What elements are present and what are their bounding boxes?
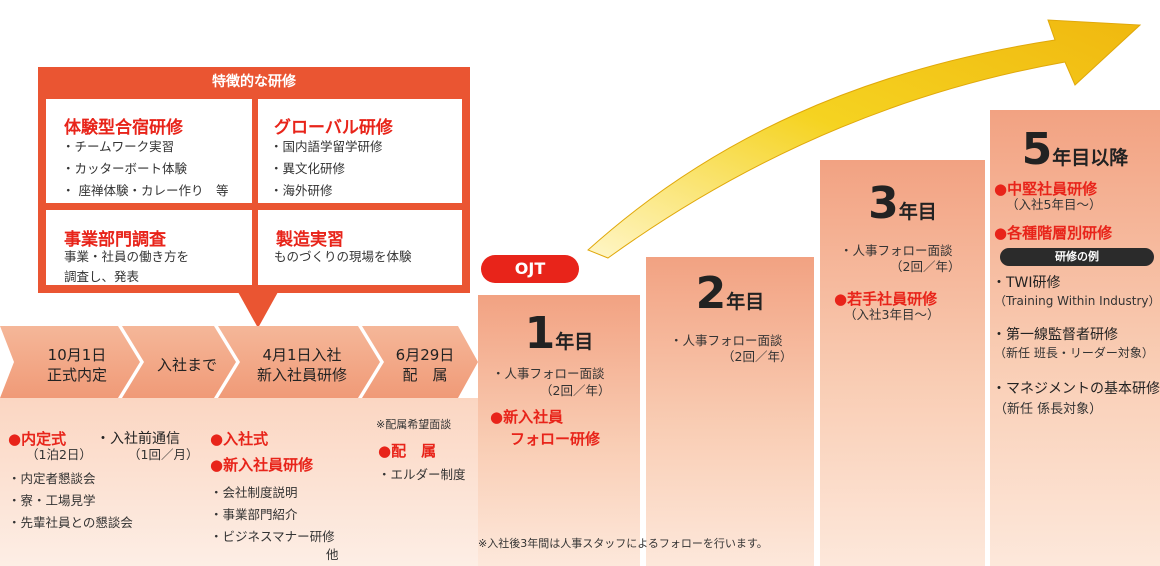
col2-heading-nyushashiki: ●入社式	[210, 430, 269, 448]
step-2-line1: 入社まで	[156, 356, 217, 374]
year3-num: 3	[868, 178, 899, 229]
year3-block	[820, 160, 985, 566]
footnote: ※入社後3年間は人事スタッフによるフォローを行います。	[478, 537, 768, 550]
col2-item: ・ビジネスマナー研修	[210, 529, 335, 544]
feature-cell-global	[258, 99, 462, 203]
step-3-line2: 新入社員研修	[256, 366, 347, 384]
col1-item: ・内定者懇談会	[8, 471, 96, 486]
year3-title: 3年目	[820, 178, 985, 229]
feature-heading-global: グローバル研修	[274, 118, 393, 138]
ojt-badge: OJT	[481, 255, 579, 283]
timeline-step-4	[362, 326, 478, 398]
feature-heading-seizo: 製造実習	[276, 230, 344, 250]
timeline-step-1	[0, 326, 140, 398]
timeline-step-2	[122, 326, 236, 398]
year3-red-sub: （入社3年目～）	[844, 307, 940, 322]
year5-list-sub: （新任 班長・リーダー対象）	[994, 346, 1154, 360]
year2-block	[646, 257, 814, 566]
year2-title: 2年目	[646, 268, 814, 319]
feature-box-title: 特徴的な研修	[212, 74, 296, 90]
feature-cell-jigyo	[46, 210, 252, 285]
col3-note: ※配属希望面談	[376, 418, 452, 431]
year5-block	[990, 110, 1160, 566]
feature-heading-taiken: 体験型合宿研修	[64, 118, 183, 138]
feature-box: 特徴的な研修	[38, 67, 470, 293]
growth-arrow	[587, 19, 1142, 259]
year5-list-sub: （新任 係長対象）	[994, 402, 1103, 417]
col2-item: ・会社制度説明	[210, 485, 298, 500]
col1-heading-tsushin-sub: （1回／月）	[128, 447, 199, 462]
year5-list-sub: （Training Within Industry）	[994, 294, 1160, 308]
year3-item: ・人事フォロー面談	[840, 243, 953, 258]
year2-num: 2	[695, 268, 727, 319]
year5-title: 5年目以降	[990, 124, 1160, 175]
year1-item: （2回／年）	[540, 383, 611, 398]
year5-list-main: ・第一線監督者研修	[992, 327, 1118, 343]
feature-item: 事業・社員の働き方を	[64, 249, 190, 264]
step-1-line2: 正式内定	[46, 366, 107, 384]
col1-heading-naiteishiki: ●内定式	[8, 430, 67, 448]
col1-heading-tsushin: ・入社前通信	[96, 431, 180, 447]
timeline-chevrons	[0, 326, 478, 398]
step-3-line1: 4月1日入社	[262, 346, 342, 364]
feature-item: ・チームワーク実習	[62, 139, 175, 154]
feature-cell-seizo	[258, 210, 462, 285]
year3-red: ●若手社員研修	[834, 290, 938, 308]
year1-item: ・人事フォロー面談	[492, 366, 605, 381]
year3-suffix: 年目	[898, 201, 937, 223]
col1-item: ・先輩社員との懇談会	[8, 515, 133, 530]
year1-red-2: フォロー研修	[510, 430, 601, 448]
col1-item: ・寮・工場見学	[8, 493, 96, 508]
year3-item: （2回／年）	[890, 259, 961, 274]
year1-suffix: 年目	[555, 331, 594, 353]
year5-red-1-sub: （入社5年目～）	[1006, 197, 1102, 212]
col3-item: ・エルダー制度	[378, 467, 466, 482]
year5-suffix: 年目以降	[1052, 147, 1129, 169]
year5-num: 5	[1021, 124, 1053, 175]
col2-heading-shinnyu: ●新入社員研修	[210, 456, 314, 474]
feature-item: ・異文化研修	[270, 161, 346, 176]
year2-item: ・人事フォロー面談	[670, 333, 783, 348]
year5-list-main: ・マネジメントの基本研修	[992, 381, 1160, 397]
timeline-step-3	[218, 326, 380, 398]
year2-suffix: 年目	[726, 291, 765, 313]
feature-item: ものづくりの現場を体験	[274, 249, 412, 264]
feature-heading-jigyo: 事業部門調査	[64, 230, 166, 250]
feature-item: 調査し、発表	[64, 269, 140, 284]
col1-heading-naiteishiki-sub: （1泊2日）	[26, 447, 92, 462]
year5-list-main: ・TWI研修	[992, 275, 1061, 291]
feature-item: ・ 座禅体験・カレー作り 等	[62, 183, 229, 198]
year1-red-1: ●新入社員	[490, 408, 564, 426]
step-1-line1: 10月1日	[47, 346, 107, 364]
step-4-line2: 配 属	[402, 366, 448, 384]
col3-heading-haizoku: ●配 属	[378, 442, 437, 460]
feature-box-pointer	[238, 292, 278, 328]
feature-item: ・海外研修	[270, 183, 333, 198]
timeline-detail-bg	[0, 398, 480, 566]
col2-item: ・事業部門紹介	[210, 507, 298, 522]
year5-red-2: ●各種階層別研修	[994, 224, 1113, 242]
feature-item: ・カッターボート体験	[62, 161, 188, 176]
year2-item: （2回／年）	[722, 349, 793, 364]
year1-title: 1年目	[478, 308, 640, 359]
col2-etc: 他	[326, 547, 339, 562]
step-4-line1: 6月29日	[395, 346, 455, 364]
feature-cell-taiken	[46, 99, 252, 203]
year5-red-1: ●中堅社員研修	[994, 180, 1098, 198]
year1-block	[478, 295, 640, 566]
year1-num: 1	[524, 308, 556, 359]
year5-badge: 研修の例	[1000, 248, 1154, 266]
feature-item: ・国内語学留学研修	[270, 139, 383, 154]
